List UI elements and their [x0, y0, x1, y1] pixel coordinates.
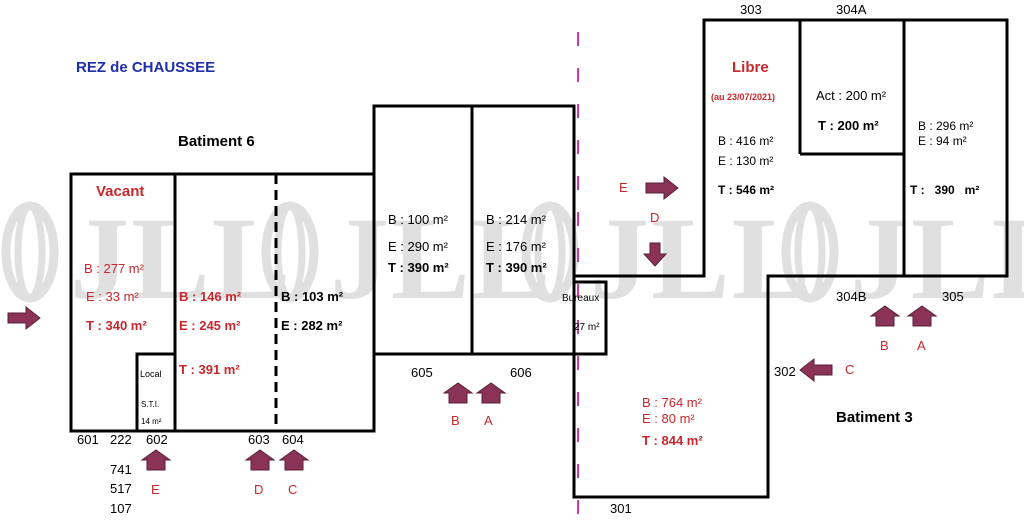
local-label-1: Local — [140, 369, 162, 379]
watermark-text-3: JLL — [590, 193, 812, 324]
unit-606-e: E : 176 m² — [486, 239, 547, 254]
unit-304a-t: T : 200 m² — [818, 118, 879, 133]
door-603: 603 — [248, 432, 270, 447]
building-6-walls — [69, 104, 608, 433]
unit-304a-act: Act : 200 m² — [816, 88, 887, 103]
door-304b: 304B — [836, 289, 866, 304]
arrow-up-icon — [140, 449, 172, 471]
watermark-text-1: JLL — [70, 193, 292, 324]
unit-301-t: T : 844 m² — [642, 433, 703, 448]
door-602: 602 — [146, 432, 168, 447]
door-741: 741 — [110, 462, 132, 477]
access-letter-304b-b: B — [880, 338, 889, 353]
door-222: 222 — [110, 432, 132, 447]
unit-303-status: Libre — [732, 59, 769, 76]
door-302: 302 — [774, 364, 796, 379]
arrow-down-icon — [642, 242, 668, 267]
unit-603-e: E : 282 m² — [281, 318, 343, 333]
access-letter-605-b: B — [451, 413, 460, 428]
unit-303-date: (au 23/07/2021) — [711, 92, 775, 102]
unit-601-status: Vacant — [96, 183, 144, 200]
unit-303-t: T : 546 m² — [718, 183, 774, 197]
arrow-up-icon — [906, 305, 938, 327]
unit-602-t: T : 391 m² — [179, 362, 240, 377]
arrow-up-icon — [442, 382, 474, 404]
door-numbers: 601 222 602 603 604 741 517 107 605 606 … — [77, 2, 964, 516]
door-601: 601 — [77, 432, 99, 447]
unit-601-e: E : 33 m² — [86, 289, 139, 304]
building-3-walls — [572, 18, 1009, 499]
door-107: 107 — [110, 501, 132, 516]
wall-local-sti — [135, 352, 177, 433]
page-title: REZ de CHAUSSEE — [76, 59, 215, 76]
watermark-text-2: JLL — [330, 193, 552, 324]
access-letter-602-e: E — [151, 482, 160, 497]
arrow-right-icon — [7, 305, 41, 331]
door-303: 303 — [740, 2, 762, 17]
unit-305-e: E : 94 m² — [918, 134, 967, 148]
wall-bureaux — [574, 280, 608, 356]
local-label-2: S.T.I. — [141, 400, 159, 409]
unit-606-b: B : 214 m² — [486, 212, 547, 227]
unit-303-b: B : 416 m² — [718, 134, 773, 148]
arrow-right-icon — [645, 175, 679, 201]
bureaux-label: Bureaux — [562, 293, 599, 304]
door-604: 604 — [282, 432, 304, 447]
unit-603-b: B : 103 m² — [281, 289, 344, 304]
door-304a: 304A — [836, 2, 867, 17]
access-letter-603-d: D — [254, 482, 263, 497]
unit-605-e: E : 290 m² — [388, 239, 449, 254]
unit-605-b: B : 100 m² — [388, 212, 449, 227]
unit-305-b: B : 296 m² — [918, 119, 973, 133]
arrow-left-icon — [799, 357, 833, 383]
unit-601-t: T : 340 m² — [86, 318, 147, 333]
access-letter-305-a: A — [917, 338, 926, 353]
unit-301-b: B : 764 m² — [642, 395, 703, 410]
access-letter-302-c: C — [845, 362, 854, 377]
building-6-label: Batiment 6 — [178, 133, 255, 150]
access-letter-b3-d: D — [650, 210, 659, 225]
door-517: 517 — [110, 481, 132, 496]
arrow-up-icon — [869, 305, 901, 327]
door-606: 606 — [510, 365, 532, 380]
bureaux-area: 27 m² — [574, 322, 600, 333]
access-letters: B A E D C E D B A C — [151, 180, 926, 497]
access-letter-604-c: C — [288, 482, 297, 497]
door-605: 605 — [411, 365, 433, 380]
access-letter-606-a: A — [484, 413, 493, 428]
unit-305-t: T : 390 m² — [910, 183, 979, 197]
building-3-label: Batiment 3 — [836, 409, 913, 426]
unit-602-e: E : 245 m² — [179, 318, 241, 333]
unit-601-b: B : 277 m² — [84, 261, 145, 276]
arrow-up-icon — [278, 449, 310, 471]
wall-b6-right-block — [372, 104, 576, 356]
watermark-text-4: JLL — [850, 193, 1024, 324]
jll-watermark: JLL JLL JLL JLL — [1, 193, 1024, 324]
arrow-up-icon — [475, 382, 507, 404]
unit-602-b: B : 146 m² — [179, 289, 242, 304]
arrow-up-icon — [244, 449, 276, 471]
wall-b3-outline — [572, 18, 1009, 499]
local-label-3: 14 m² — [141, 417, 162, 426]
unit-301-e: E : 80 m² — [642, 411, 695, 426]
unit-605-t: T : 390 m² — [388, 260, 449, 275]
access-arrows — [7, 175, 938, 471]
unit-606-t: T : 390 m² — [486, 260, 547, 275]
door-305: 305 — [942, 289, 964, 304]
access-letter-b3-e: E — [619, 180, 628, 195]
unit-303-e: E : 130 m² — [718, 154, 773, 168]
door-301: 301 — [610, 501, 632, 516]
